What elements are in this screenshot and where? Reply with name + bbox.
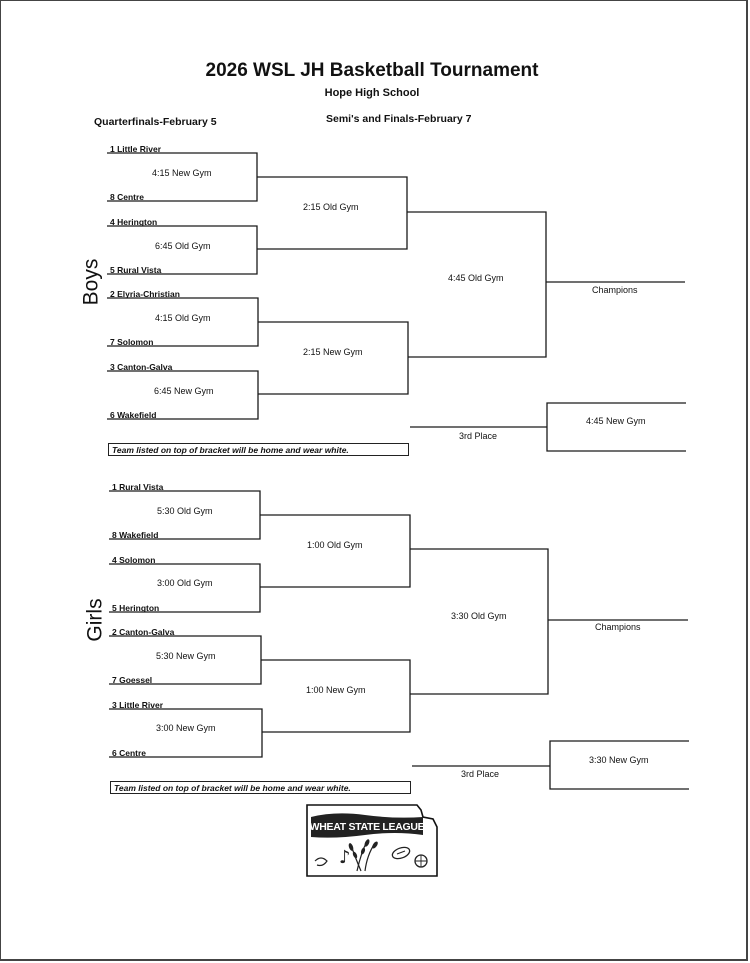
boys-qf2-game: 6:45 Old Gym <box>155 241 211 251</box>
girls-team-4: 5 Herington <box>112 603 160 613</box>
page-subtitle: Hope High School <box>324 87 420 99</box>
girls-qf3-game: 5:30 New Gym <box>156 651 216 661</box>
boys-sf2-bracket <box>258 321 409 395</box>
boys-qf2-bracket <box>107 225 258 275</box>
boys-team-4: 5 Rural Vista <box>110 265 162 275</box>
boys-sf1-bracket <box>257 176 408 250</box>
girls-qf2-bracket <box>109 563 261 613</box>
quarterfinals-heading: Quarterfinals-February 5 <box>94 116 217 128</box>
boys-qf3-game: 4:15 Old Gym <box>155 313 211 323</box>
boys-team-5: 2 Elyria-Christian <box>110 289 180 299</box>
boys-team-1: 1 Little River <box>110 144 162 154</box>
boys-qf4-bracket <box>107 370 259 420</box>
boys-third-place-game: 4:45 New Gym <box>586 416 646 426</box>
boys-team-2: 8 Centre <box>110 192 145 202</box>
boys-team-6: 7 Solomon <box>110 337 154 347</box>
girls-sf1-bracket <box>260 514 411 588</box>
boys-champions-label: Champions <box>592 285 638 295</box>
boys-third-bracket <box>546 402 686 452</box>
boys-qf1-game: 4:15 New Gym <box>152 168 212 178</box>
svg-text:♪: ♪ <box>339 847 351 868</box>
girls-third-place-game: 3:30 New Gym <box>589 755 649 765</box>
girls-qf4-game: 3:00 New Gym <box>156 723 216 733</box>
girls-team-3: 4 Solomon <box>112 555 156 565</box>
girls-team-6: 7 Goessel <box>112 675 153 685</box>
girls-qf1-game: 5:30 Old Gym <box>157 506 213 516</box>
boys-home-note: Team listed on top of bracket will be ho… <box>108 443 409 456</box>
boys-qf4-game: 6:45 New Gym <box>154 386 214 396</box>
girls-home-note: Team listed on top of bracket will be ho… <box>110 781 411 794</box>
girls-champions-label: Champions <box>595 622 641 632</box>
girls-sf1-game: 1:00 Old Gym <box>307 540 363 550</box>
boys-section-label: Boys <box>79 258 103 306</box>
logo-text: WHEAT STATE LEAGUE <box>310 821 425 833</box>
girls-third-bracket <box>549 740 689 790</box>
boys-third-place-label: 3rd Place <box>459 431 498 441</box>
semis-finals-heading: Semi's and Finals-February 7 <box>326 113 472 125</box>
page-title: 2026 WSL JH Basketball Tournament <box>205 60 539 81</box>
girls-sf2-game: 1:00 New Gym <box>306 685 366 695</box>
boys-team-8: 6 Wakefield <box>110 410 157 420</box>
girls-final-game: 3:30 Old Gym <box>451 611 507 621</box>
boys-sf2-game: 2:15 New Gym <box>303 347 363 357</box>
girls-team-7: 3 Little River <box>112 700 164 710</box>
girls-team-2: 8 Wakefield <box>112 530 159 540</box>
boys-final-game: 4:45 Old Gym <box>448 273 504 283</box>
girls-third-place-label: 3rd Place <box>461 769 500 779</box>
girls-team-5: 2 Canton-Galva <box>112 627 175 637</box>
wheat-state-league-logo: WHEAT STATE LEAGUE ♪ <box>306 804 438 877</box>
girls-team-1: 1 Rural Vista <box>112 482 164 492</box>
girls-qf2-game: 3:00 Old Gym <box>157 578 213 588</box>
girls-sf2-bracket <box>261 659 411 733</box>
girls-final-bracket <box>410 548 549 695</box>
boys-team-7: 3 Canton-Galva <box>110 362 173 372</box>
girls-section-label: Girls <box>83 598 107 642</box>
boys-sf1-game: 2:15 Old Gym <box>303 202 359 212</box>
boys-final-bracket <box>407 211 547 358</box>
girls-team-8: 6 Centre <box>112 748 147 758</box>
boys-team-3: 4 Herington <box>110 217 158 227</box>
girls-qf4-bracket <box>109 708 263 758</box>
